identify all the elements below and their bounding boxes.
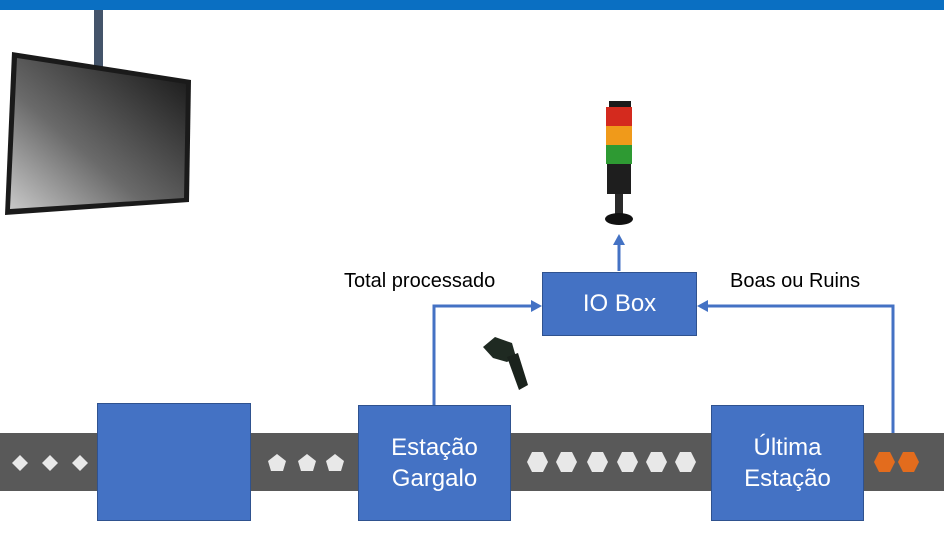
product-item bbox=[298, 454, 316, 471]
product-item bbox=[587, 452, 608, 472]
product-item bbox=[617, 452, 638, 472]
product-item bbox=[675, 452, 696, 472]
total-signal-line bbox=[432, 304, 532, 405]
barcode-scanner-icon bbox=[483, 337, 528, 390]
bottleneck-station-box: Estação Gargalo bbox=[358, 405, 511, 521]
monitor-mount-pole bbox=[94, 10, 103, 68]
signal-tower-light-icon bbox=[605, 101, 633, 225]
arrowhead-total bbox=[531, 300, 542, 312]
wall-monitor-icon bbox=[5, 52, 191, 215]
product-item bbox=[556, 452, 577, 472]
io-box: IO Box bbox=[542, 272, 697, 336]
last-station-box: Última Estação bbox=[711, 405, 864, 521]
product-item bbox=[646, 452, 667, 472]
top-accent-bar bbox=[0, 0, 944, 10]
first-station-box bbox=[97, 403, 251, 521]
product-item bbox=[326, 454, 344, 471]
product-item bbox=[72, 455, 88, 471]
arrowhead-good-bad bbox=[697, 300, 708, 312]
conveyor-items bbox=[12, 452, 919, 472]
product-item bbox=[268, 454, 286, 471]
arrowhead-light bbox=[613, 234, 625, 245]
product-item bbox=[12, 455, 28, 471]
good-or-bad-label: Boas ou Ruins bbox=[730, 270, 861, 292]
product-item bbox=[527, 452, 548, 472]
product-item bbox=[42, 455, 58, 471]
rejected-item bbox=[898, 452, 919, 472]
arrowheads bbox=[531, 234, 708, 312]
signal-connectors bbox=[432, 244, 895, 433]
good-bad-signal-line bbox=[707, 304, 895, 433]
rejected-item bbox=[874, 452, 895, 472]
total-processed-label: Total processado bbox=[344, 270, 496, 292]
